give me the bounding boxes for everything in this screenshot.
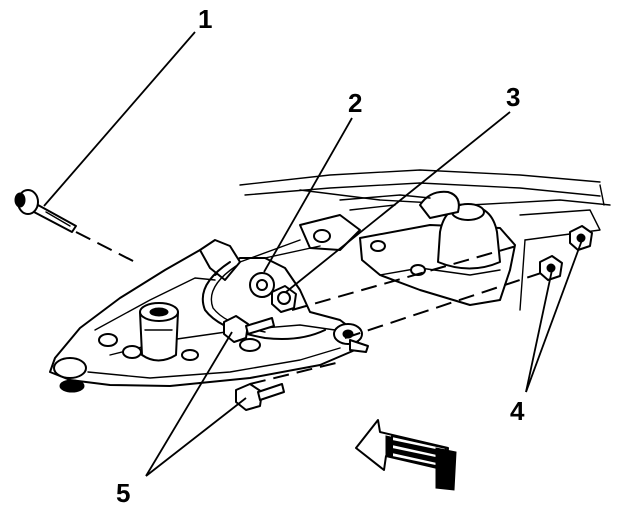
callout-5: 5 — [116, 478, 130, 508]
crossmember — [339, 190, 516, 306]
callout-1: 1 — [198, 4, 212, 34]
leader-lines — [43, 31, 583, 477]
bolts-5 — [223, 315, 285, 411]
direction-arrow-icon — [355, 419, 457, 491]
alignment-lines — [75, 231, 551, 385]
bolt-1 — [14, 189, 77, 233]
callout-3: 3 — [506, 82, 520, 112]
nut-3 — [271, 285, 297, 313]
washer-2 — [249, 272, 275, 298]
callout-2: 2 — [348, 88, 362, 118]
lower-control-arm — [49, 249, 361, 393]
nuts-4 — [539, 225, 593, 281]
shock-mount-cylinder — [139, 302, 179, 362]
callout-4: 4 — [510, 396, 525, 426]
